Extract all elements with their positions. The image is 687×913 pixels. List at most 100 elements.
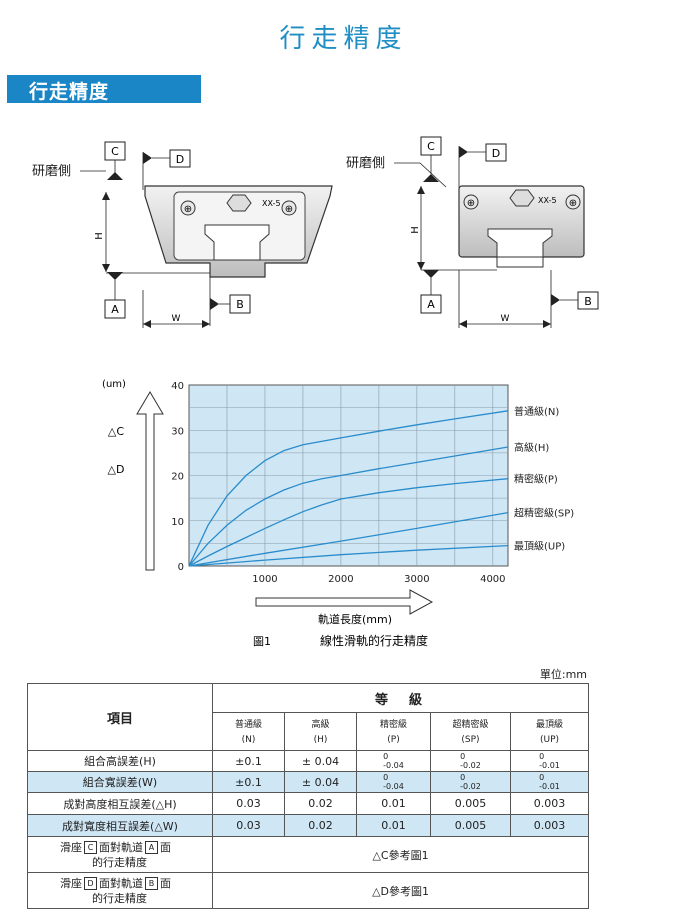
- table-row: 組合寬誤差(W) ±0.1 ± 0.04 0-0.04 0-0.02 0-0.0…: [27, 771, 590, 793]
- carriage-diagrams: 研磨側 C D ⊕ ⊕ XX-5 H A B W: [32, 136, 599, 328]
- row-value: 0-0.02: [430, 771, 511, 793]
- y-tick-label: 40: [171, 381, 184, 392]
- grind-side-label: 研磨側: [32, 164, 71, 179]
- row-value: 0.003: [509, 814, 590, 837]
- row-c-value: △C參考圖1: [211, 836, 590, 873]
- grade-h: 高級(H): [284, 712, 357, 751]
- y-unit-label: (um): [102, 379, 126, 390]
- grade-sp: 超精密級(SP): [430, 712, 511, 751]
- ref-d-label: D: [176, 153, 184, 166]
- svg-text:⊕: ⊕: [569, 198, 577, 209]
- row-item: 成對寬度相互誤差(△W): [27, 814, 213, 837]
- series-label-3: 超精密級(SP): [514, 507, 574, 520]
- row-value: 0-0.01: [509, 750, 590, 772]
- row-value: 0-0.02: [430, 750, 511, 772]
- series-labels: 普通級(N) 高級(H) 精密級(P) 超精密級(SP) 最頂級(UP): [514, 405, 574, 553]
- section-title: 行走精度: [29, 81, 110, 103]
- row-value: 0.02: [284, 792, 357, 815]
- row-value: 0-0.04: [356, 750, 431, 772]
- row-value: ± 0.04: [284, 750, 357, 772]
- section-header-bar: 行走精度: [7, 75, 201, 103]
- series-label-2: 精密級(P): [514, 473, 558, 486]
- box-c: C: [84, 841, 97, 854]
- series-line-4: [188, 544, 509, 567]
- grind-side-label-right: 研磨側: [346, 156, 385, 171]
- diagram-left: 研磨側 C D ⊕ ⊕ XX-5 H A B W: [32, 141, 333, 328]
- ref-b-label: B: [236, 298, 244, 311]
- row-value: ± 0.04: [284, 771, 357, 793]
- series-label-4: 最頂級(UP): [514, 540, 565, 553]
- row-value: 0.03: [212, 792, 285, 815]
- ref-box-b: [229, 294, 251, 314]
- box-d: D: [84, 877, 97, 890]
- ref-box-a: [104, 299, 126, 319]
- x-tick-label: 3000: [404, 574, 429, 585]
- table-row: 成對高度相互誤差(△H) 0.03 0.02 0.01 0.005 0.003: [27, 792, 590, 815]
- series-line-0: [188, 410, 509, 567]
- row-item: 組合寬誤差(W): [27, 771, 213, 793]
- model-label-left: XX-5: [262, 199, 281, 208]
- dim-h-left: H: [94, 232, 105, 240]
- x-tick-label: 4000: [480, 574, 505, 585]
- table-row: 組合高誤差(H) ±0.1 ± 0.04 0-0.04 0-0.02 0-0.0…: [27, 750, 590, 772]
- ref-d-label-right: D: [492, 147, 500, 160]
- dim-w-left: W: [172, 314, 181, 324]
- grade-up: 最頂級(UP): [509, 712, 590, 751]
- table-row: 成對寬度相互誤差(△W) 0.03 0.02 0.01 0.005 0.003: [27, 814, 590, 837]
- box-a: A: [145, 841, 158, 854]
- accuracy-table: 項目 等 級 普通級(N) 高級(H) 精密級(P) 超精密級(SP) 最頂級(…: [27, 683, 590, 909]
- series-line-2: [188, 478, 509, 567]
- row-d-value: △D參考圖1: [211, 872, 590, 909]
- ref-c-label: C: [111, 145, 119, 158]
- x-arrow-icon: [255, 589, 434, 615]
- model-label-right: XX-5: [538, 196, 557, 205]
- row-value: 0.01: [356, 814, 431, 837]
- series-line-1: [188, 446, 509, 567]
- ref-a-label-right: A: [427, 298, 435, 311]
- x-tick-label: 1000: [252, 574, 277, 585]
- ref-a-label: A: [111, 303, 119, 316]
- diagram-right: 研磨側 C D ⊕ ⊕ XX-5 H A B W: [346, 136, 599, 328]
- x-tick-label: 2000: [328, 574, 353, 585]
- row-value: ±0.1: [212, 771, 285, 793]
- grid-lines: [189, 385, 508, 566]
- svg-text:⊕: ⊕: [467, 198, 475, 209]
- dim-w-right: W: [501, 314, 510, 324]
- x-axis-label: 軌道長度(mm): [318, 612, 392, 626]
- row-value: 0.03: [212, 814, 285, 837]
- series-group: [188, 410, 509, 567]
- row-value: 0.005: [430, 814, 511, 837]
- series-line-3: [188, 511, 509, 567]
- box-b: B: [145, 877, 158, 890]
- grade-header-row: 普通級(N) 高級(H) 精密級(P) 超精密級(SP) 最頂級(UP): [28, 712, 590, 751]
- row-value: 0-0.01: [509, 771, 590, 793]
- row-value: ±0.1: [212, 750, 285, 772]
- y-tick-label: 30: [171, 426, 184, 437]
- page-title: 行走精度: [279, 24, 408, 54]
- ref-box-d: [169, 149, 191, 168]
- ref-b-label-right: B: [584, 295, 592, 308]
- grade-n: 普通級(N): [212, 712, 285, 751]
- row-value: 0.01: [356, 792, 431, 815]
- grade-p: 精密級(P): [356, 712, 431, 751]
- row-item: 組合高誤差(H): [27, 750, 213, 772]
- y-symbol-d: △D: [108, 463, 125, 476]
- y-symbol-c: △C: [108, 425, 124, 438]
- y-arrow-icon: [136, 391, 164, 571]
- unit-label: 單位:mm: [539, 668, 587, 681]
- row-value: 0-0.04: [356, 771, 431, 793]
- header-item: 項目: [27, 683, 213, 751]
- series-label-1: 高級(H): [514, 441, 549, 454]
- series-label-0: 普通級(N): [514, 405, 559, 418]
- header-grade: 等 級: [211, 683, 590, 713]
- figure-caption: 線性滑軌的行走精度: [320, 633, 428, 648]
- y-tick-label: 10: [171, 517, 184, 528]
- row-value: 0.02: [284, 814, 357, 837]
- row-value: 0.005: [430, 792, 511, 815]
